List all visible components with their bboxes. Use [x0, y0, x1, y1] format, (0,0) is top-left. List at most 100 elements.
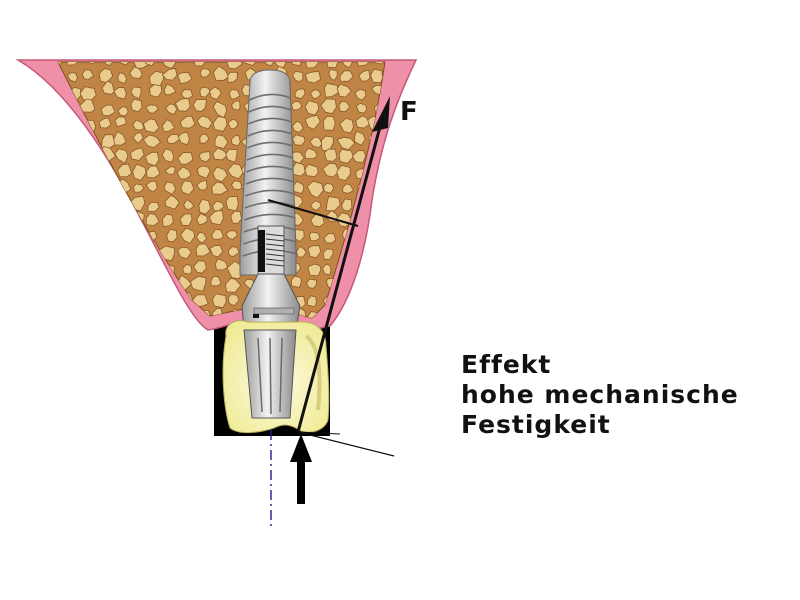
bone-cell [132, 183, 145, 193]
bone-cell [227, 163, 244, 180]
bone-cell [68, 184, 83, 197]
bone-cell [325, 196, 341, 212]
bone-cell [292, 134, 306, 146]
bone-cell [114, 148, 129, 164]
bone-cell [307, 245, 322, 259]
bone-cell [176, 166, 192, 180]
bone-cell [164, 195, 180, 210]
bone-cell [101, 80, 115, 95]
bone-cell [145, 213, 160, 226]
bone-cell [191, 294, 209, 307]
bone-cell [214, 258, 229, 271]
bone-cell [85, 180, 99, 191]
bone-cell [82, 152, 97, 165]
bone-cell [87, 164, 98, 177]
bone-cell [117, 243, 131, 256]
bone-cell [370, 68, 384, 84]
bone-cell [341, 183, 355, 194]
bone-cell [196, 231, 208, 244]
bone-cell [355, 115, 371, 129]
reference-line [297, 431, 395, 457]
bone-cell [98, 165, 109, 177]
bone-cell [131, 308, 145, 318]
bone-cell [117, 106, 129, 117]
bone-cell [161, 213, 174, 228]
bone-cell [130, 147, 145, 161]
bone-cell [212, 115, 228, 132]
bone-cell [304, 147, 318, 160]
bone-cell [322, 263, 332, 276]
bone-cell [177, 246, 192, 260]
bone-cell [306, 295, 317, 308]
bone-cell [161, 68, 178, 81]
bone-cell [58, 184, 66, 197]
bone-cell [227, 246, 240, 257]
bone-cell [58, 102, 67, 117]
bone-cell [66, 72, 78, 83]
bone-cell [294, 88, 306, 100]
bone-cell [145, 104, 159, 114]
bone-cell [58, 213, 63, 229]
caption-block: Effekt hohe mechanische Festigkeit [461, 350, 739, 440]
bone-cell [142, 118, 160, 134]
bone-cell [390, 310, 400, 321]
bone-cell [118, 279, 130, 291]
bone-cell [85, 62, 97, 65]
bone-cell [322, 248, 334, 260]
bone-cell [113, 86, 127, 100]
bone-cell [199, 133, 210, 144]
bone-cell [196, 179, 208, 191]
bone-cell [354, 130, 366, 146]
screw-thread [244, 201, 296, 209]
inner-cone [243, 329, 297, 419]
bone-cell [81, 281, 95, 294]
bone-cell [231, 180, 243, 191]
bone-cell [145, 62, 157, 67]
bone-cell [356, 278, 371, 291]
implant-screw [239, 69, 298, 276]
bone-cell [291, 120, 304, 133]
bone-cell [387, 279, 399, 292]
bone-cell [310, 213, 325, 228]
bone-cell [163, 83, 177, 96]
bone-cell [65, 134, 78, 149]
bone-cell [304, 62, 320, 69]
bone-cell [180, 180, 195, 196]
bone-cell [196, 165, 211, 179]
bone-cell [373, 185, 384, 196]
bone-cell [148, 307, 166, 318]
bone-cell [304, 163, 319, 178]
bone-cell [145, 180, 158, 193]
bone-cell [212, 147, 229, 161]
abutment-screw [257, 225, 285, 275]
bone-cell [163, 181, 177, 195]
bone-cell [336, 164, 351, 181]
bone-cell [85, 198, 101, 212]
bone-cell [147, 297, 157, 310]
bone-cell [129, 231, 148, 246]
bone-cell [351, 150, 367, 164]
bone-cell [69, 245, 82, 257]
bone-cell [340, 198, 353, 212]
bone-cell [130, 98, 143, 113]
bone-cell [98, 181, 113, 196]
bone-cell [97, 226, 112, 242]
bone-cell [230, 210, 243, 224]
bone-cell [358, 69, 371, 82]
bone-cell [83, 308, 97, 318]
bone-cell [324, 82, 339, 98]
bone-cell [323, 148, 338, 162]
bone-cell [114, 201, 127, 211]
bone-cell [179, 213, 193, 226]
bone-cell [177, 71, 193, 85]
bone-cell [58, 260, 66, 274]
inner-thread [265, 258, 285, 262]
bone-cell [166, 228, 178, 243]
bone-cell [307, 263, 322, 277]
bone-cell [100, 212, 114, 227]
bone-cell [58, 168, 61, 180]
screw-thread [248, 105, 292, 113]
bone-cell [326, 62, 339, 69]
bone-cell [69, 311, 85, 318]
